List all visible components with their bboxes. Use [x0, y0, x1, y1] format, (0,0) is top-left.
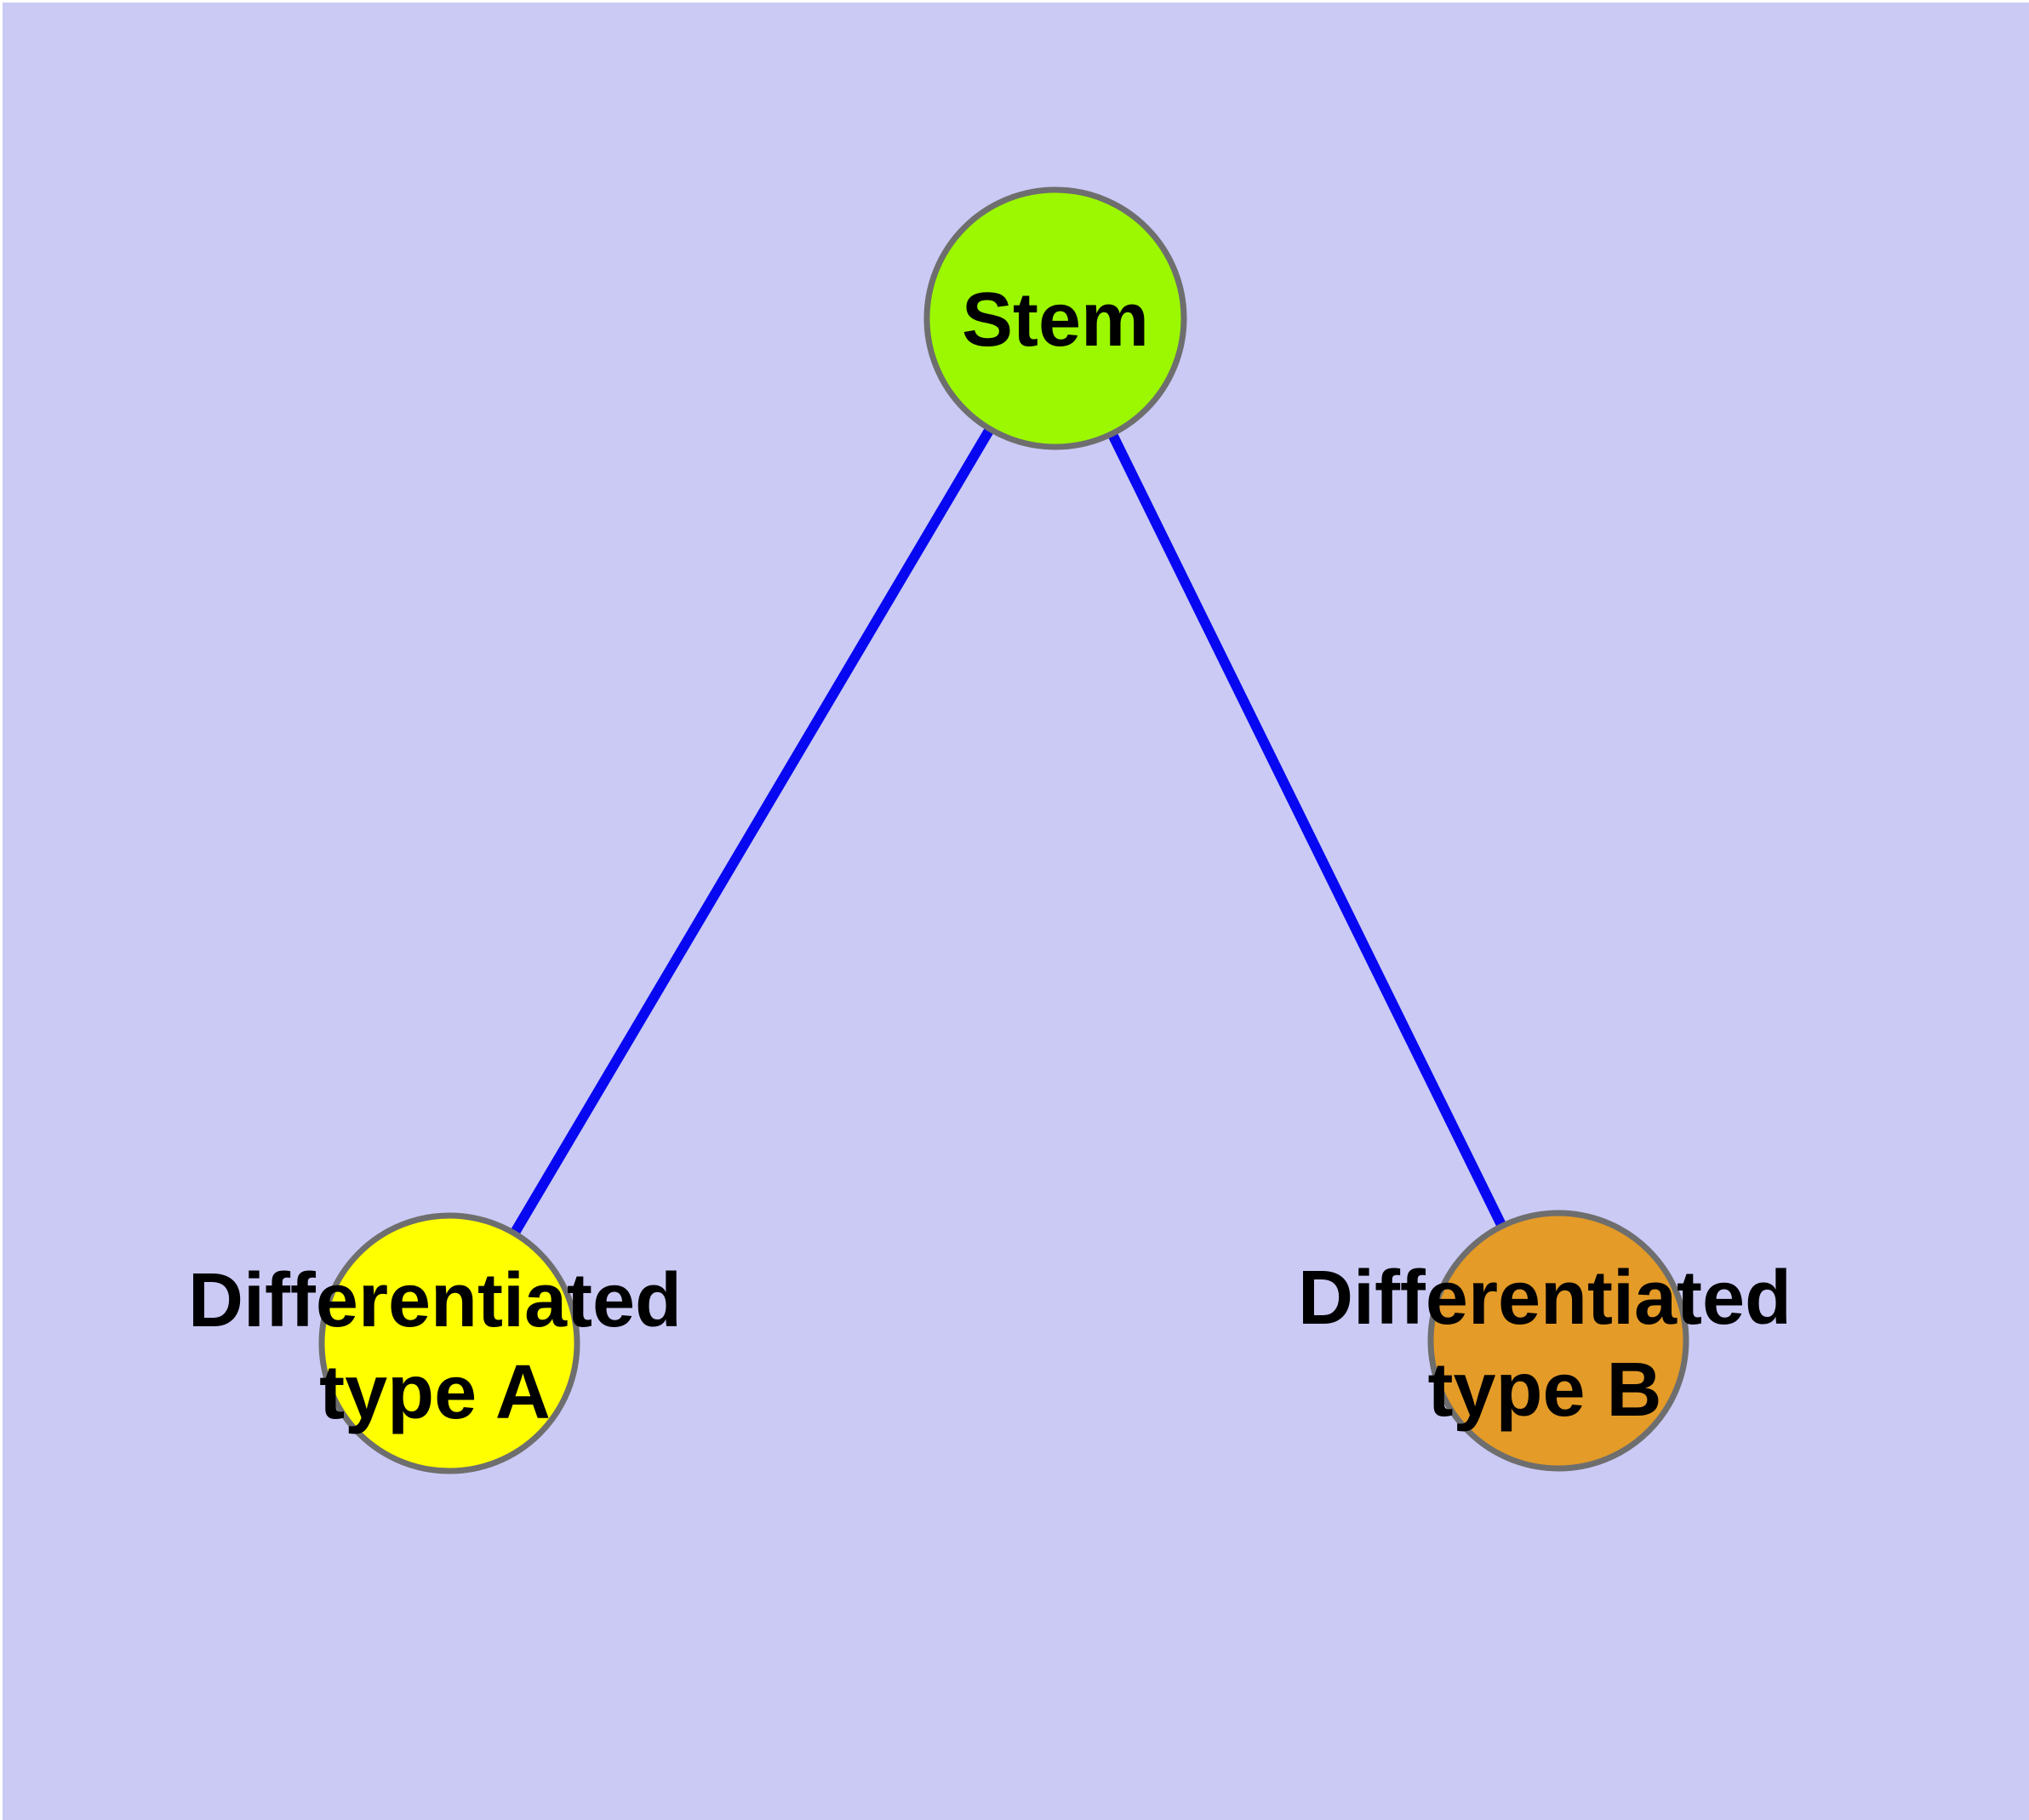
node-stem: Stem: [923, 186, 1187, 450]
node-differentiated-type-b: Differentiated type B: [1298, 1210, 1792, 1472]
type-a-node-label-line2: type A: [319, 1350, 551, 1435]
graph-canvas: Stem Differentiated type A Differentiate…: [3, 3, 2029, 1820]
type-b-node-label-line2: type B: [1427, 1348, 1661, 1433]
type-a-node-circle: [318, 1212, 580, 1474]
node-differentiated-type-a: Differentiated type A: [188, 1212, 682, 1474]
type-a-node-label-line1: Differentiated: [188, 1258, 682, 1343]
stem-node-label: Stem: [962, 278, 1149, 363]
stem-node-circle: [923, 186, 1187, 450]
type-b-node-circle: [1427, 1210, 1689, 1472]
edge-stem-to-type-a: [444, 315, 1060, 1347]
type-b-node-label-line1: Differentiated: [1298, 1256, 1792, 1341]
edge-stem-to-type-b: [1050, 316, 1563, 1343]
